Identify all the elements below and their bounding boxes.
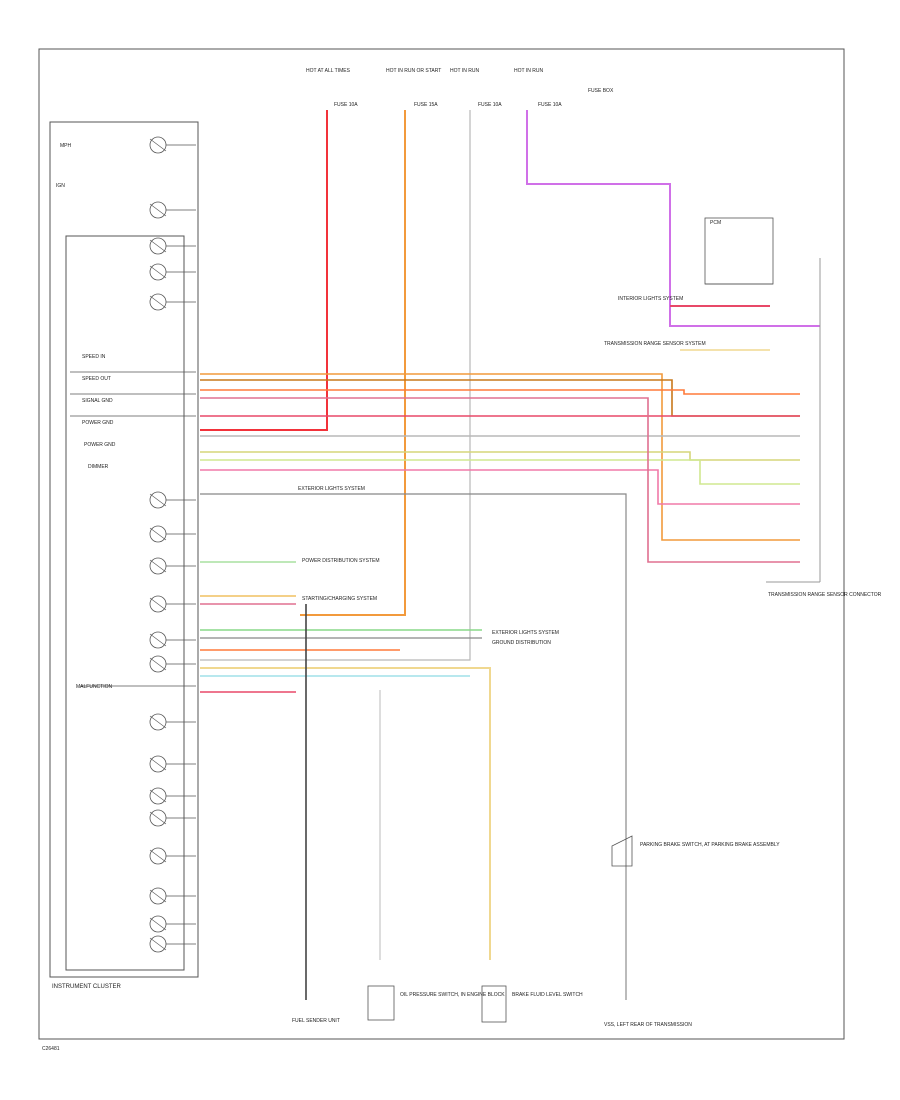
cluster-side-labels: MPH IGN SPEED IN SPEED OUT SIGNAL GND PO…: [56, 143, 116, 690]
fuse-label-2: HOT IN RUN OR START: [386, 68, 441, 74]
cluster-lamp: [149, 847, 196, 865]
cluster-lamp: [149, 809, 196, 827]
diagram-border: [38, 48, 845, 1040]
cluster-lamps: [70, 136, 196, 953]
cluster-label: INSTRUMENT CLUSTER: [52, 984, 122, 990]
cluster-lamp: [149, 201, 196, 219]
bottom-label-vss: VSS, LEFT REAR OF TRANSMISSION: [604, 1022, 692, 1028]
bottom-label-oil-switch: OIL PRESSURE SWITCH, IN ENGINE BLOCK: [400, 992, 505, 998]
wire-red-hot: [200, 110, 328, 431]
cluster-label-power-gnd2: POWER GND: [84, 442, 116, 448]
wire-bus-orn-wht: [200, 373, 800, 541]
cluster-lamp: [149, 136, 196, 154]
fuse-value-2: FUSE 15A: [414, 102, 438, 108]
cluster-lamp: [149, 755, 196, 773]
cluster-lamp: [149, 595, 196, 613]
cluster-lamp: [149, 787, 196, 805]
wire-gray-parking: [200, 493, 627, 830]
cluster-label-speed-out: SPEED OUT: [82, 376, 111, 382]
fuse-label-3: HOT IN RUN: [450, 68, 479, 74]
wires: [200, 110, 820, 1000]
cluster-label-ign: IGN: [56, 183, 65, 189]
cluster-lamp: [149, 655, 196, 673]
wire-orange-ign: [300, 110, 406, 616]
cluster-lamp: [149, 237, 196, 255]
cluster-lamp: [149, 557, 196, 575]
wire-bus-yel-lt-grn: [200, 459, 800, 485]
wire-bus-wht-yel: [200, 451, 800, 461]
cluster-lamp: [149, 713, 196, 731]
fuse-value-1: FUSE 10A: [334, 102, 358, 108]
bottom-label-parking-brake: PARKING BRAKE SWITCH, AT PARKING BRAKE A…: [640, 842, 780, 848]
cluster-lamp: [149, 491, 196, 509]
mid-connector-label-2: POWER DISTRIBUTION SYSTEM: [302, 558, 380, 564]
wire-pnk-lt-blu: [200, 397, 800, 563]
wire-bus-pnk-yel: [200, 389, 800, 395]
wire-tan-blu-brake: [200, 667, 491, 960]
cluster-label-malfunction: MALFUNCTION: [76, 684, 113, 690]
instrument-cluster: INSTRUMENT CLUSTER: [49, 121, 199, 990]
bottom-label-fuel-sender: FUEL SENDER UNIT: [292, 1018, 340, 1024]
fuse-label-4: HOT IN RUN: [514, 68, 543, 74]
transmission-range-sensor: INTERIOR LIGHTS SYSTEM TRANSMISSION RANG…: [604, 217, 882, 598]
right-connector-label-2: TRANSMISSION RANGE SENSOR SYSTEM: [604, 341, 706, 347]
cluster-label-power-gnd: POWER GND: [82, 420, 114, 426]
cluster-lamp: [149, 887, 196, 905]
wire-gray-run: [200, 110, 471, 661]
mid-connector-label-5: GROUND DISTRIBUTION: [492, 640, 551, 646]
wire-purple-run: [526, 110, 820, 327]
cluster-lamp: [149, 293, 196, 311]
mid-connector-label-1: EXTERIOR LIGHTS SYSTEM: [298, 486, 365, 492]
bottom-label-brake-fluid: BRAKE FLUID LEVEL SWITCH: [512, 992, 583, 998]
right-connector-label-3: TRANSMISSION RANGE SENSOR CONNECTOR: [768, 592, 882, 598]
cluster-lamp: [149, 263, 196, 281]
cluster-label-signal-gnd: SIGNAL GND: [82, 398, 113, 404]
cluster-lamp: [149, 935, 196, 953]
cluster-label-dimmer: DIMMER: [88, 464, 109, 470]
figure-code: C26481: [42, 1046, 60, 1052]
mid-connectors: EXTERIOR LIGHTS SYSTEM POWER DISTRIBUTIO…: [298, 486, 559, 646]
fuse-value-4: FUSE 10A: [538, 102, 562, 108]
mid-connector-label-3: STARTING/CHARGING SYSTEM: [302, 596, 377, 602]
fuse-box-label: FUSE BOX: [588, 88, 614, 94]
cluster-lamp: [149, 915, 196, 933]
wire-bus-pnk-grn: [200, 469, 800, 505]
fuse-feeds: HOT AT ALL TIMES HOT IN RUN OR START HOT…: [306, 68, 614, 108]
fuse-label-1: HOT AT ALL TIMES: [306, 68, 351, 74]
right-connector-label-4: PCM: [710, 220, 721, 226]
cluster-label-speed-in: SPEED IN: [82, 354, 106, 360]
fuse-value-3: FUSE 10A: [478, 102, 502, 108]
bottom-components: FUEL SENDER UNIT OIL PRESSURE SWITCH, IN…: [292, 835, 780, 1028]
mid-connector-label-4: EXTERIOR LIGHTS SYSTEM: [492, 630, 559, 636]
cluster-lamp: [149, 631, 196, 649]
cluster-label-mph: MPH: [60, 143, 72, 149]
cluster-lamp: [149, 525, 196, 543]
right-connector-label-1: INTERIOR LIGHTS SYSTEM: [618, 296, 683, 302]
